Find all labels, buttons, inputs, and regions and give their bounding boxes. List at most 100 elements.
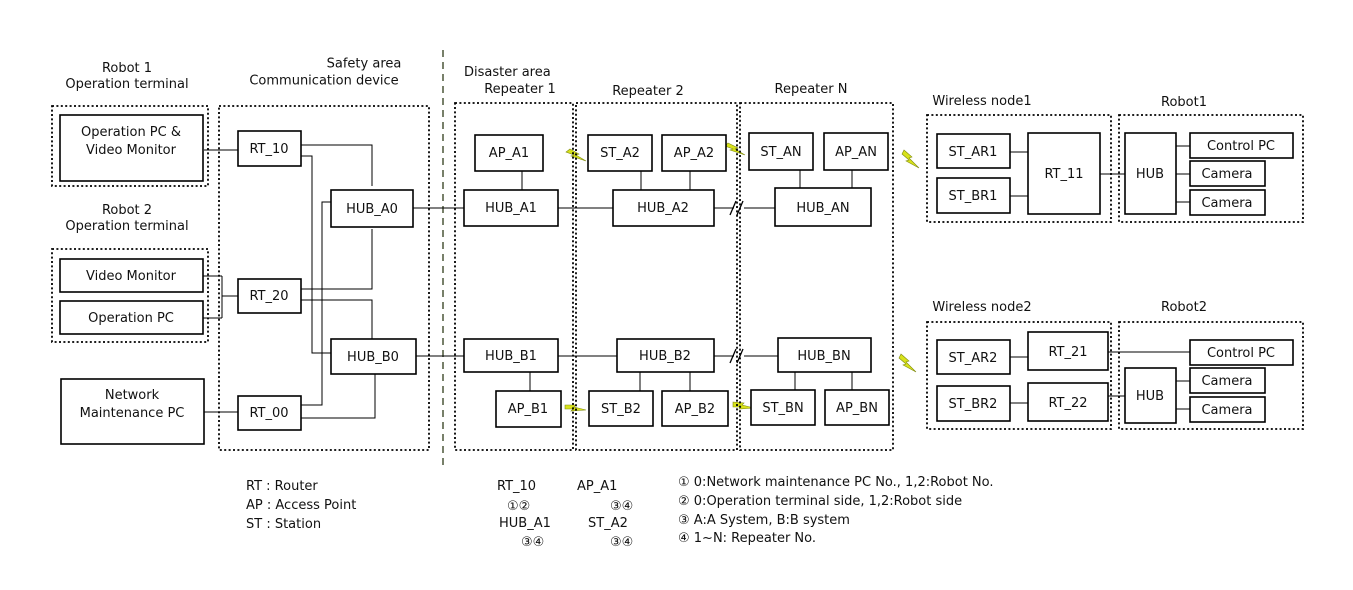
box-ap-bn [824, 389, 890, 426]
example-rt-10: RT_10 [497, 479, 536, 494]
label-st-b2: ST_B2 [601, 402, 641, 417]
group-repeater1 [454, 102, 574, 451]
line-break-b [729, 348, 744, 364]
label-camera-2b: Camera [1201, 403, 1252, 418]
box-hub-robot2 [1124, 367, 1177, 424]
box-hub-a1 [463, 189, 559, 227]
box-control-pc-2 [1189, 339, 1294, 366]
group-title-disaster-area: Disaster area [464, 65, 551, 80]
wireless-link-icon [732, 401, 755, 410]
label-st-br1: ST_BR1 [949, 189, 998, 204]
group-wireless-node1 [926, 114, 1112, 223]
example-hub-a1: HUB_A1 [499, 516, 551, 531]
label-camera-1a: Camera [1201, 167, 1252, 182]
label-ap-an: AP_AN [835, 145, 877, 160]
label-camera-1b: Camera [1201, 196, 1252, 211]
box-video-monitor [59, 258, 204, 293]
box-st-an [748, 132, 814, 171]
label-op-pc-video: Operation PC &Video Monitor [81, 125, 181, 158]
group-title-wireless-node2: Wireless node2 [932, 300, 1031, 315]
group-repeater2 [575, 102, 738, 451]
example-ap-a1: AP_A1 [577, 479, 617, 494]
note-3: ③ A:A System, B:B system [678, 513, 850, 528]
label-rt-00: RT_00 [249, 406, 288, 421]
label-control-pc-1: Control PC [1207, 139, 1275, 154]
example-rt-10-marks: ①② [507, 499, 530, 514]
box-ap-a2 [661, 134, 727, 172]
label-ap-b2: AP_B2 [675, 402, 715, 417]
group-title-robot2: Robot2 [1161, 300, 1207, 315]
legend-st: ST : Station [246, 517, 321, 532]
note-4: ④ 1~N: Repeater No. [678, 531, 816, 546]
box-camera-2b [1189, 396, 1266, 423]
box-operation-pc [59, 300, 204, 335]
label-hub-b0: HUB_B0 [347, 350, 399, 365]
group-robot2-terminal [51, 248, 209, 343]
box-hub-b1 [463, 338, 559, 373]
group-robot1 [1118, 114, 1304, 223]
label-hub-robot1: HUB [1136, 167, 1164, 182]
box-rt-00 [237, 395, 302, 431]
label-st-ar2: ST_AR2 [949, 351, 998, 366]
group-robot2 [1118, 321, 1304, 430]
box-camera-1a [1189, 160, 1266, 187]
label-ap-a2: AP_A2 [674, 146, 714, 161]
label-control-pc-2: Control PC [1207, 346, 1275, 361]
label-st-a2: ST_A2 [600, 146, 640, 161]
example-st-a2-marks: ③④ [610, 535, 633, 550]
label-hub-an: HUB_AN [796, 201, 849, 216]
label-rt-11: RT_11 [1044, 167, 1083, 182]
wireless-link-icon [901, 149, 920, 169]
label-st-an: ST_AN [760, 145, 801, 160]
box-st-b2 [588, 390, 654, 427]
example-st-a2: ST_A2 [588, 516, 628, 531]
box-rt-22 [1027, 382, 1109, 422]
box-st-ar2 [936, 339, 1011, 375]
group-title-wireless-node1: Wireless node1 [932, 94, 1031, 109]
box-ap-an [823, 132, 889, 171]
connection-lines [203, 144, 1190, 419]
label-hub-a2: HUB_A2 [637, 201, 689, 216]
label-video-monitor: Video Monitor [86, 269, 177, 284]
label-hub-a0: HUB_A0 [346, 202, 398, 217]
group-wireless-node2 [926, 321, 1112, 430]
label-hub-b2: HUB_B2 [639, 349, 691, 364]
label-ap-a1: AP_A1 [489, 146, 529, 161]
box-hub-an [774, 187, 872, 227]
label-hub-a1: HUB_A1 [485, 201, 537, 216]
box-rt-20 [237, 278, 302, 314]
label-rt-21: RT_21 [1048, 345, 1087, 360]
box-rt-21 [1027, 331, 1109, 371]
box-hub-a2 [612, 189, 715, 227]
label-hub-b1: HUB_B1 [485, 349, 537, 364]
group-title-repeater2: Repeater 2 [612, 84, 684, 99]
group-title-robot1: Robot1 [1161, 95, 1207, 110]
group-title-repeaterN: Repeater N [775, 82, 848, 97]
box-rt-10 [237, 130, 302, 167]
box-st-a2 [587, 134, 653, 172]
label-ap-bn: AP_BN [836, 401, 878, 416]
label-st-ar1: ST_AR1 [949, 145, 998, 160]
box-hub-b2 [616, 338, 715, 373]
label-rt-10: RT_10 [249, 142, 288, 157]
box-camera-2a [1189, 367, 1266, 394]
box-camera-1b [1189, 189, 1266, 216]
label-operation-pc: Operation PC [88, 311, 174, 326]
label-ap-b1: AP_B1 [508, 402, 548, 417]
label-hub-robot2: HUB [1136, 389, 1164, 404]
label-rt-20: RT_20 [249, 289, 288, 304]
box-st-br1 [936, 177, 1011, 214]
label-camera-2a: Camera [1201, 374, 1252, 389]
group-repeaterN [739, 102, 894, 451]
box-op-pc-video [59, 114, 204, 182]
wireless-link-icon [898, 353, 917, 373]
box-ap-b1 [495, 390, 562, 428]
box-st-br2 [936, 385, 1011, 422]
box-ap-b2 [661, 390, 729, 427]
box-network-pc [60, 378, 205, 445]
